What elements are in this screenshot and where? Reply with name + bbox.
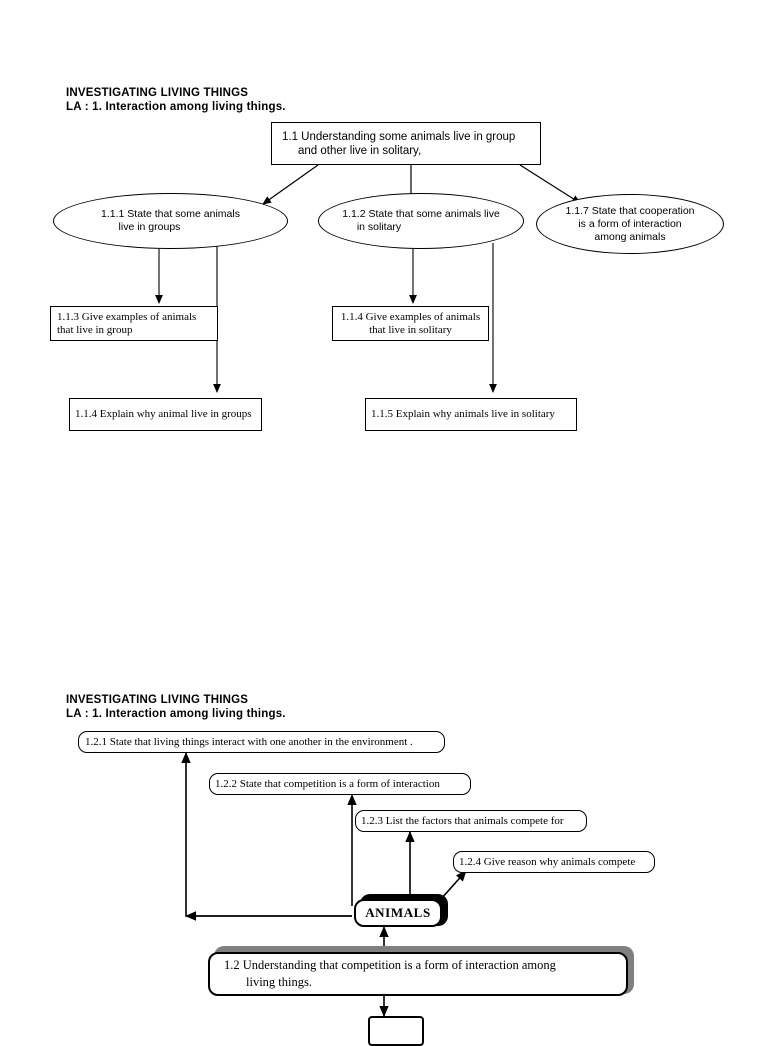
node-1-1-4a-line-1: 1.1.4 Give examples of animals [340,310,481,323]
node-1-1-7-line-1: 1.1.7 State that cooperation [565,204,695,217]
node-1-2-1-interact[interactable]: 1.2.1 State that living things interact … [78,731,445,753]
node-1-2-line-2: living things. [246,975,312,989]
node-1-2-3-line-1: 1.2.3 List the factors that animals comp… [361,815,564,827]
node-1-2-2-line-1: 1.2.2 State that competition is a form o… [215,778,440,790]
arrow-animals-to-124 [440,870,467,900]
node-1-1-5-line-1: 1.1.5 Explain why animals live in solita… [371,408,555,420]
node-1-2-2-competition[interactable]: 1.2.2 State that competition is a form o… [209,773,471,795]
bottom-heading-line-2: LA : 1. Interaction among living things. [66,708,286,720]
node-1-2-4-line-1: 1.2.4 Give reason why animals compete [459,856,636,868]
node-1-2-1-line-1: 1.2.1 State that living things interact … [85,736,413,748]
node-1-1-3-line-1: 1.1.3 Give examples of animals [57,310,197,323]
top-heading-line-2: LA : 1. Interaction among living things. [66,101,286,113]
node-1-1-line-1: 1.1 Understanding some animals live in g… [282,130,516,143]
node-1-1-1-line-1: 1.1.1 State that some animals [101,208,240,220]
node-1-1-understanding[interactable]: 1.1 Understanding some animals live in g… [271,122,541,165]
node-1-2-4-reason[interactable]: 1.2.4 Give reason why animals compete [453,851,655,873]
node-1-2-understanding[interactable]: 1.2 Understanding that competition is a … [208,952,628,996]
node-1-1-7-line-3: among animals [594,230,666,243]
node-1-1-1-groups[interactable]: 1.1.1 State that some animals live in gr… [53,193,288,249]
arrow-root-to-117 [519,164,581,204]
node-1-1-line-2: and other live in solitary, [298,144,422,157]
bottom-heading-line-1: INVESTIGATING LIVING THINGS [66,694,249,706]
node-1-2-3-factors[interactable]: 1.2.3 List the factors that animals comp… [355,810,587,832]
node-1-1-3-examples-group[interactable]: 1.1.3 Give examples of animals that live… [50,306,218,341]
node-1-2-line-1: 1.2 Understanding that competition is a … [224,958,556,972]
node-1-1-7-cooperation[interactable]: 1.1.7 State that cooperation is a form o… [536,194,724,254]
node-1-1-1-line-2: live in groups [118,221,181,233]
node-1-1-5-explain-solitary[interactable]: 1.1.5 Explain why animals live in solita… [365,398,577,431]
top-heading-line-1: INVESTIGATING LIVING THINGS [66,87,249,99]
node-1-1-4-examples-solitary[interactable]: 1.1.4 Give examples of animals that live… [332,306,489,341]
node-1-1-2-line-2: in solitary [356,221,402,233]
node-1-1-4a-line-2: that live in solitary [369,323,452,336]
node-1-1-4-explain-groups[interactable]: 1.1.4 Explain why animal live in groups [69,398,262,431]
node-1-1-2-solitary[interactable]: 1.1.2 State that some animals live in so… [318,193,524,249]
node-animals-label: ANIMALS [365,905,431,920]
node-1-1-3-line-2: that live in group [57,323,133,336]
arrow-root-to-111 [262,164,319,205]
node-1-1-4b-line-1: 1.1.4 Explain why animal live in groups [75,408,252,420]
node-1-1-2-line-1: 1.1.2 State that some animals live [342,208,500,220]
node-1-1-7-line-2: is a form of interaction [578,217,682,230]
document-page: INVESTIGATING LIVING THINGS LA : 1. Inte… [50,87,724,1046]
node-animals[interactable]: ANIMALS [354,899,442,927]
node-next-partial[interactable] [368,1016,424,1046]
